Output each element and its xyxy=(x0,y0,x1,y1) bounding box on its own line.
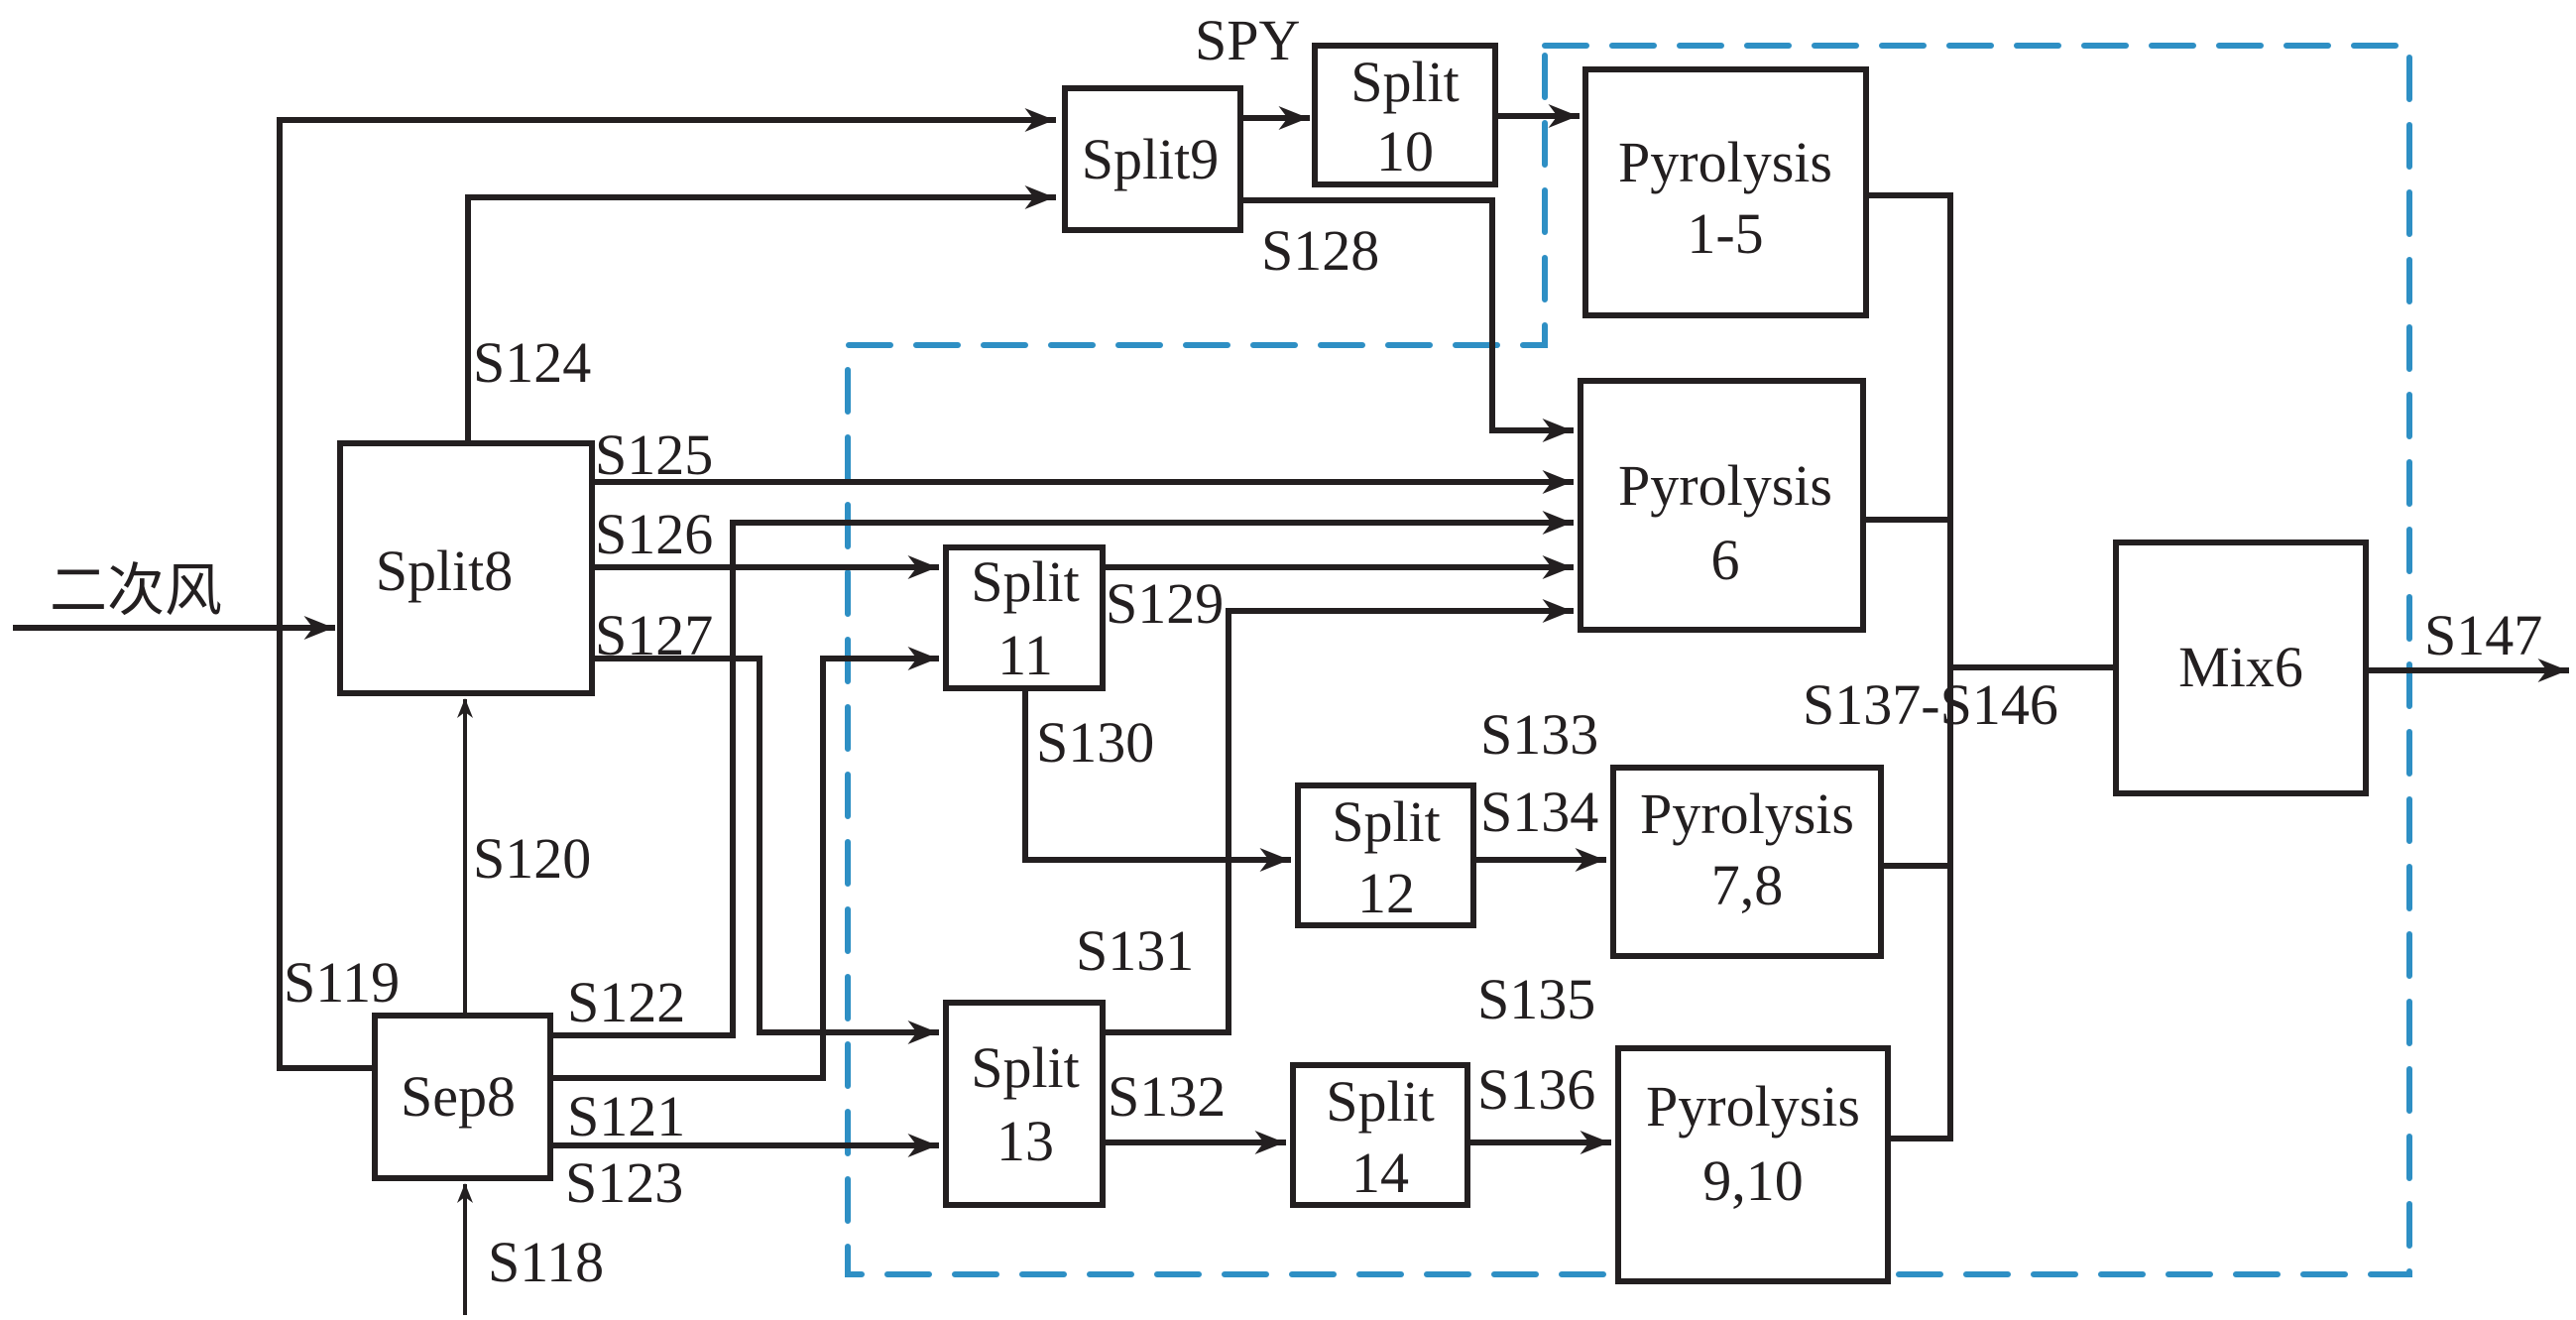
label-s135: S135 xyxy=(1477,967,1595,1031)
stream-s124 xyxy=(465,185,1056,446)
block-pyrolysis-6-label-1: Pyrolysis xyxy=(1618,453,1832,518)
block-split11-label-1: Split xyxy=(971,549,1080,614)
label-s121: S121 xyxy=(567,1084,685,1148)
label-secondary-air: 二次风 xyxy=(50,556,222,624)
block-split10[interactable]: Split 10 xyxy=(1312,43,1498,187)
stream-s128 xyxy=(1237,197,1574,442)
block-split8[interactable]: Split8 xyxy=(337,440,595,696)
label-s119: S119 xyxy=(284,950,400,1015)
stream-s131 xyxy=(1100,599,1574,1035)
block-split12-label-1: Split xyxy=(1332,789,1441,854)
block-mix6[interactable]: Mix6 xyxy=(2113,540,2369,796)
block-split11[interactable]: Split 11 xyxy=(943,544,1106,691)
label-s137-s146: S137-S146 xyxy=(1803,672,2058,737)
label-s124: S124 xyxy=(473,330,591,395)
pyrolysis-region-boundary xyxy=(845,43,2412,1277)
block-pyrolysis-9-10[interactable]: Pyrolysis 9,10 xyxy=(1615,1045,1891,1284)
block-split8-label: Split8 xyxy=(376,539,514,603)
label-s127: S127 xyxy=(595,603,713,667)
block-split14-label-2: 14 xyxy=(1351,1140,1409,1205)
block-split13[interactable]: Split 13 xyxy=(943,1000,1106,1208)
label-s120: S120 xyxy=(473,826,591,891)
block-split13-label-2: 13 xyxy=(996,1109,1054,1173)
label-s134: S134 xyxy=(1480,780,1598,844)
label-s123: S123 xyxy=(565,1150,683,1215)
label-s131: S131 xyxy=(1076,918,1194,983)
block-split9[interactable]: Split9 xyxy=(1062,85,1243,233)
block-sep8-label: Sep8 xyxy=(401,1064,516,1129)
block-split12-label-2: 12 xyxy=(1357,861,1415,925)
label-s126: S126 xyxy=(595,502,713,566)
block-pyrolysis-6-label-2: 6 xyxy=(1711,528,1740,592)
block-split9-label: Split9 xyxy=(1082,127,1220,191)
stream-s130 xyxy=(1022,685,1291,872)
block-split10-label-2: 10 xyxy=(1376,119,1434,183)
block-split12[interactable]: Split 12 xyxy=(1295,782,1476,928)
stream-s121 xyxy=(547,647,939,1081)
block-pyrolysis-1-5-label-1: Pyrolysis xyxy=(1618,130,1832,194)
label-s125: S125 xyxy=(595,422,713,487)
label-s133: S133 xyxy=(1480,702,1598,767)
block-mix6-label: Mix6 xyxy=(2178,635,2303,699)
stream-s122 xyxy=(547,511,1574,1038)
label-s136: S136 xyxy=(1477,1057,1595,1122)
block-pyrolysis-7-8-label-2: 7,8 xyxy=(1711,853,1784,917)
label-s129: S129 xyxy=(1106,571,1224,636)
block-pyrolysis-7-8-label-1: Pyrolysis xyxy=(1640,781,1854,846)
label-s130: S130 xyxy=(1036,710,1154,775)
stream-s127 xyxy=(589,656,939,1044)
label-s147: S147 xyxy=(2424,603,2542,667)
block-sep8[interactable]: Sep8 xyxy=(372,1013,553,1181)
stream-s119 xyxy=(277,108,1056,1071)
label-spy: SPY xyxy=(1195,8,1300,72)
block-pyrolysis-1-5-label-2: 1-5 xyxy=(1687,201,1763,266)
label-s132: S132 xyxy=(1108,1064,1226,1129)
block-split13-label-1: Split xyxy=(971,1035,1080,1100)
block-pyrolysis-7-8[interactable]: Pyrolysis 7,8 xyxy=(1610,765,1884,959)
block-pyrolysis-1-5[interactable]: Pyrolysis 1-5 xyxy=(1582,66,1869,318)
block-split11-label-2: 11 xyxy=(997,623,1053,687)
block-pyrolysis-9-10-label-2: 9,10 xyxy=(1702,1148,1804,1213)
label-s118: S118 xyxy=(488,1230,604,1294)
block-pyrolysis-9-10-label-1: Pyrolysis xyxy=(1646,1074,1860,1139)
block-pyrolysis-6[interactable]: Pyrolysis 6 xyxy=(1578,378,1866,633)
block-split10-label-1: Split xyxy=(1350,50,1460,114)
label-s128: S128 xyxy=(1261,218,1379,283)
label-s122: S122 xyxy=(567,970,685,1034)
block-split14[interactable]: Split 14 xyxy=(1290,1062,1470,1208)
stream-s137-s146-collector xyxy=(1860,192,2119,1141)
block-split14-label-1: Split xyxy=(1326,1069,1435,1134)
